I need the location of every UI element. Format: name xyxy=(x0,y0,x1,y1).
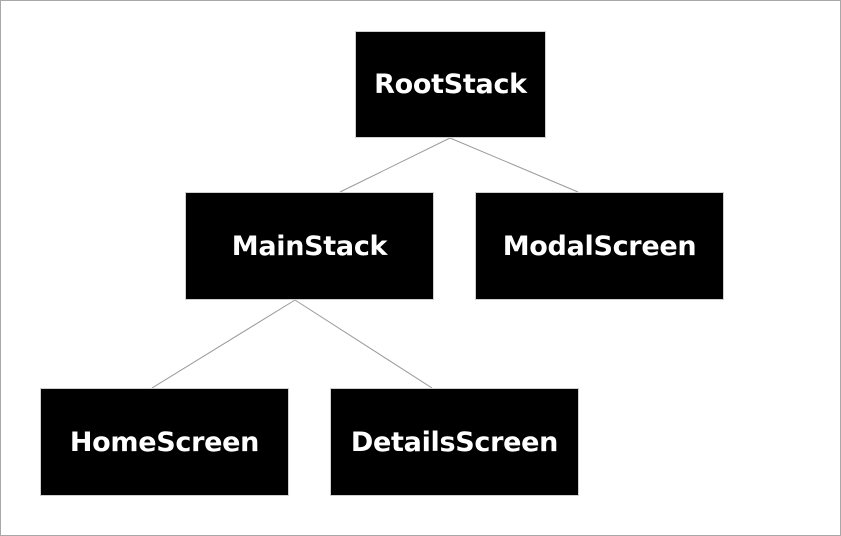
node-home-screen: HomeScreen xyxy=(40,388,289,496)
node-details-screen: DetailsScreen xyxy=(330,388,579,496)
node-label: DetailsScreen xyxy=(350,426,559,458)
node-root-stack: RootStack xyxy=(355,31,546,138)
node-label: HomeScreen xyxy=(69,426,260,458)
node-label: MainStack xyxy=(231,230,388,262)
edge-main-details xyxy=(294,299,433,389)
node-label: RootStack xyxy=(374,69,527,100)
edge-root-main xyxy=(339,137,451,193)
edge-root-modal xyxy=(449,137,579,193)
node-label: ModalScreen xyxy=(502,230,697,262)
node-main-stack: MainStack xyxy=(185,192,434,300)
edge-main-home xyxy=(151,299,296,389)
node-modal-screen: ModalScreen xyxy=(475,192,724,300)
